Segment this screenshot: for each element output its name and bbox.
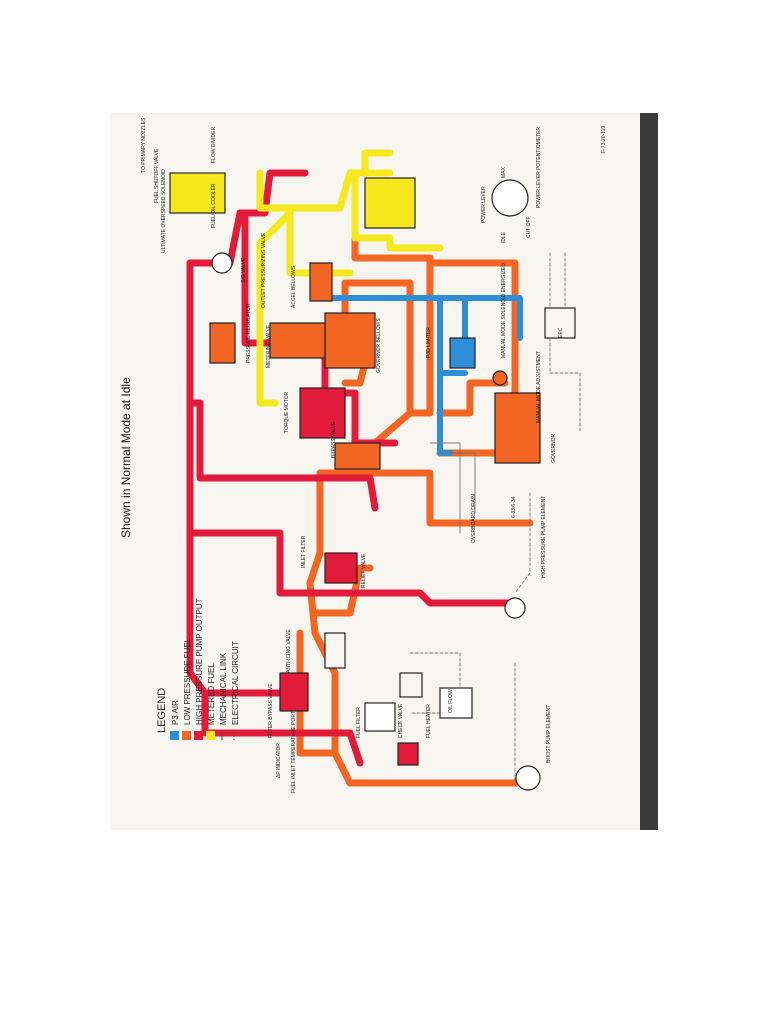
label-outlet-pressurizing: OUTLET PRESSURIZING VALVE (261, 232, 267, 308)
mechanical-link (429, 442, 476, 534)
label-fuel-oil-cooler: FUEL/OIL COOLER (211, 183, 217, 228)
label-pd-limiter: P3D LIMITER (426, 327, 432, 358)
label-idle: IDLE (501, 231, 507, 243)
pd-limiter-body (449, 337, 476, 369)
legend-swatch-metered (206, 731, 215, 740)
label-check-valve: CHECK VALVE (398, 703, 404, 738)
label-ultimate-overspeed: ULTIMATE OVERSPEED SOLENOID (161, 169, 167, 253)
document-sheet: Shown in Normal Mode at Idle LEGEND P3 A… (110, 113, 658, 830)
label-fuel-filter: FUEL FILTER (356, 707, 362, 738)
fuel-schematic: Shown in Normal Mode at Idle LEGEND P3 A… (110, 113, 658, 830)
label-torque-motor: TORQUE MOTOR (284, 391, 290, 433)
figure-ref: 6-33/6-34 (511, 496, 517, 518)
label-manual-mode-solenoid: MANUAL MODE SOLENOID ENERGIZED (501, 263, 507, 358)
legend-item: ELECTRICAL CIRCUIT (231, 641, 240, 740)
svg-text:ELECTRICAL CIRCUIT: ELECTRICAL CIRCUIT (231, 641, 240, 725)
label-inlet-filter: INLET FILTER (301, 535, 307, 568)
svg-text:LOW PRESSURE FUEL: LOW PRESSURE FUEL (183, 637, 192, 725)
label-pressure-regulator: PRESSURE REGULATOR (246, 303, 252, 363)
fuel-shutoff-valve-body (169, 172, 226, 214)
label-fuel-shutoff: FUEL SHUTOFF VALVE (154, 148, 160, 203)
label-filter-bypass: FILTER BYPASS VALVE (268, 683, 274, 738)
label-bypass-valve: BYPASS VALVE (331, 421, 337, 458)
label-hp-pump: HIGH PRESSURE PUMP ELEMENT (541, 496, 547, 578)
legend-swatch-high-pressure (194, 731, 203, 740)
label-fuel-inlet: FUEL INLET TEMPERATURE PORT (291, 711, 297, 793)
label-max: MAX (501, 167, 507, 179)
accel-bellows-body (309, 262, 333, 302)
legend-item: P3 AIR (170, 700, 180, 740)
label-dp-indicator: ΔP INDICATOR (276, 743, 282, 778)
legend-item: LOW PRESSURE FUEL (182, 637, 192, 740)
label-fuel-heater: FUEL HEATER (426, 704, 432, 738)
label-cut-off: CUT OFF (526, 216, 532, 238)
label-sg-valve: S/G VALVE (241, 257, 247, 283)
hp-pump-element-body (504, 597, 526, 619)
fuel-heater-body (439, 687, 473, 719)
legend-swatch-low-pressure (182, 731, 191, 740)
label-metering-valve: METERING VALVE (266, 324, 272, 368)
label-accel-bellows: ACCEL BELLOWS (291, 265, 297, 308)
label-gov-bellows: GOVERNOR BELLOWS (376, 318, 382, 373)
check-valve-body (397, 742, 419, 766)
svg-text:METERED FUEL: METERED FUEL (207, 663, 216, 725)
label-overboard-drain: OVERBOARD DRAIN (471, 494, 477, 543)
label-power-lever-potentiometer: POWER LEVER POTENTIOMETER (536, 126, 542, 208)
legend-item: MECHANICAL LINK (219, 652, 228, 740)
label-eec: EEC (558, 327, 564, 338)
eec-box (544, 307, 576, 339)
sg-valve-body (211, 252, 233, 274)
relief-valve-body (324, 552, 358, 584)
legend: LEGEND P3 AIR LOW PRESSURE FUEL HIGH PRE… (156, 598, 240, 740)
flow-divider-body (364, 177, 416, 229)
label-flow-divider: FLOW DIVIDER (211, 126, 217, 163)
metering-valve-body (269, 322, 326, 359)
svg-text:P3 AIR: P3 AIR (171, 700, 180, 725)
legend-swatch-p3-air (170, 731, 179, 740)
label-primary-nozzles: TO PRIMARY NOZZLES (141, 117, 147, 173)
check-valve-2-body (399, 672, 423, 698)
components (169, 172, 576, 791)
label-relief-valve: RELIEF VALVE (361, 553, 367, 588)
governor-bellows-body (324, 312, 376, 369)
label-governor: GOVERNOR (551, 433, 557, 463)
torque-motor-body (299, 387, 346, 439)
boost-pump-element-body (515, 765, 541, 791)
label-power-lever: POWER LEVER (481, 186, 487, 223)
page-edge-shadow (640, 113, 658, 830)
svg-text:HIGH PRESSURE PUMP OUTPUT: HIGH PRESSURE PUMP OUTPUT (195, 598, 204, 725)
power-lever-body (491, 179, 529, 217)
anti-icing-valve-body (324, 632, 346, 669)
filter-bypass-valve-body (279, 672, 309, 712)
label-manual-mode-adjustment: MANUAL MODE ADJUSTMENT (536, 351, 542, 423)
governor-body (494, 392, 541, 464)
drawing-number: F-73-20-119 (601, 126, 607, 153)
manual-mode-solenoid-body (492, 370, 508, 386)
label-boost-pump: BOOST PUMP ELEMENT (546, 705, 552, 763)
legend-item: METERED FUEL (206, 663, 216, 740)
legend-heading: LEGEND (156, 688, 168, 733)
legend-item: HIGH PRESSURE PUMP OUTPUT (194, 598, 204, 740)
labels: Shown in Normal Mode at Idle LEGEND P3 A… (119, 117, 607, 793)
fuel-filter-body (364, 702, 396, 732)
label-anti-icing: ANTI-ICING VALVE (286, 629, 292, 673)
diagram-title: Shown in Normal Mode at Idle (119, 377, 133, 538)
label-oil-flow: OIL FLOW (448, 689, 454, 713)
bypass-valve-body (334, 442, 381, 470)
svg-text:MECHANICAL LINK: MECHANICAL LINK (219, 652, 228, 725)
pressure-regulator-body (209, 322, 236, 364)
